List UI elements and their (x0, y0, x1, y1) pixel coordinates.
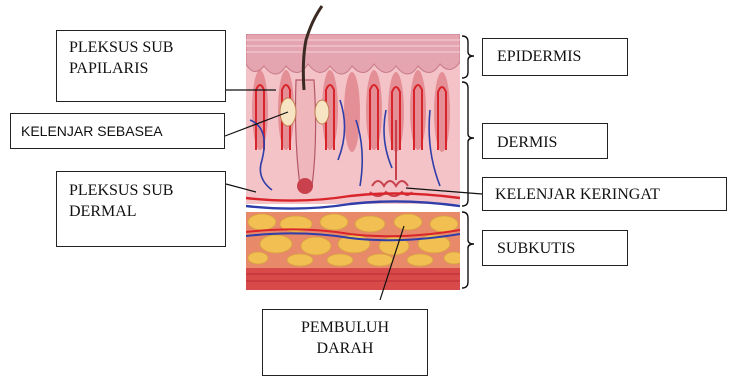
label-pleksus-sub-dermal: PLEKSUS SUB DERMAL (56, 171, 226, 247)
brace-dermis (462, 82, 474, 206)
label-dermis: DERMIS (482, 123, 608, 159)
muscle-layer (246, 268, 460, 290)
label-line: DERMAL (69, 201, 225, 222)
label-pembuluh-darah: PEMBULUH DARAH (262, 309, 428, 376)
label-kelenjar-sebasea: KELENJAR SEBASEA (10, 113, 225, 149)
skin-block (246, 34, 464, 290)
hair-follicle (296, 80, 316, 191)
label-kelenjar-keringat: KELENJAR KERINGAT (482, 177, 727, 211)
layer-braces (462, 36, 474, 288)
label-line: PEMBULUH (263, 317, 427, 338)
hair-bulb (297, 178, 313, 194)
label-subkutis: SUBKUTIS (482, 230, 628, 266)
brace-subkutis (462, 212, 474, 288)
label-epidermis: EPIDERMIS (482, 38, 628, 76)
label-line: DARAH (263, 338, 427, 359)
label-line: PAPILARIS (69, 58, 225, 79)
label-line: PLEKSUS SUB (69, 37, 225, 58)
label-line: PLEKSUS SUB (69, 180, 225, 201)
brace-epidermis (462, 36, 474, 78)
label-pleksus-sub-papilaris: PLEKSUS SUB PAPILARIS (56, 30, 226, 102)
